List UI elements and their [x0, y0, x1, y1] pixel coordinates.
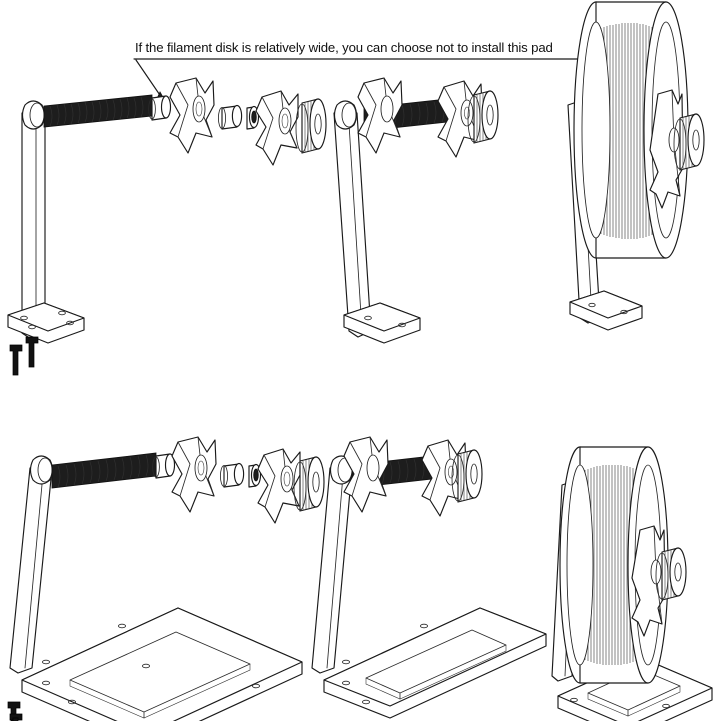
screw: [25, 336, 39, 368]
filament-spool: [559, 446, 669, 684]
support-arm: [21, 100, 46, 340]
base-plate: [557, 657, 713, 721]
panel-top-right: [567, 1, 705, 331]
knurled-knob: [467, 90, 499, 144]
spool-holder-hub: [343, 436, 389, 513]
pad-sleeve: [148, 95, 172, 121]
screw: [9, 713, 23, 721]
panel-bottom-middle: [311, 436, 547, 719]
knurled-knob: [655, 547, 687, 601]
pad-sleeve: [152, 453, 176, 479]
foot-bracket: [7, 302, 85, 344]
spool-holder-hub: [631, 525, 666, 637]
annotation-caption: If the filament disk is relatively wide,…: [135, 40, 553, 55]
spacer: [219, 462, 245, 488]
spool-holder-hub: [169, 77, 215, 154]
knurled-knob: [451, 449, 483, 503]
support-arm: [311, 455, 354, 674]
panel-bottom-right: [551, 446, 713, 721]
spool-holder-hub: [357, 77, 403, 154]
support-arm: [9, 455, 54, 674]
washer: [246, 105, 260, 130]
panel-top-middle: [333, 77, 499, 344]
spool-holder-hub: [171, 436, 217, 513]
knurled-knob: [295, 98, 327, 154]
foot-bracket: [569, 290, 643, 331]
spacer: [217, 104, 243, 130]
panel-top-left: [7, 77, 327, 376]
panel-bottom-left: [7, 436, 325, 721]
base-plate: [21, 607, 303, 721]
knurled-knob: [293, 456, 325, 512]
knurled-knob: [673, 113, 705, 171]
foot-bracket: [343, 302, 421, 344]
spool-holder-hub: [255, 90, 299, 166]
threaded-rod: [43, 94, 153, 128]
screw-pair: [7, 701, 23, 721]
base-plate: [323, 607, 547, 719]
threaded-rod: [51, 452, 157, 489]
screw: [9, 344, 23, 376]
screw-pair: [9, 336, 39, 376]
